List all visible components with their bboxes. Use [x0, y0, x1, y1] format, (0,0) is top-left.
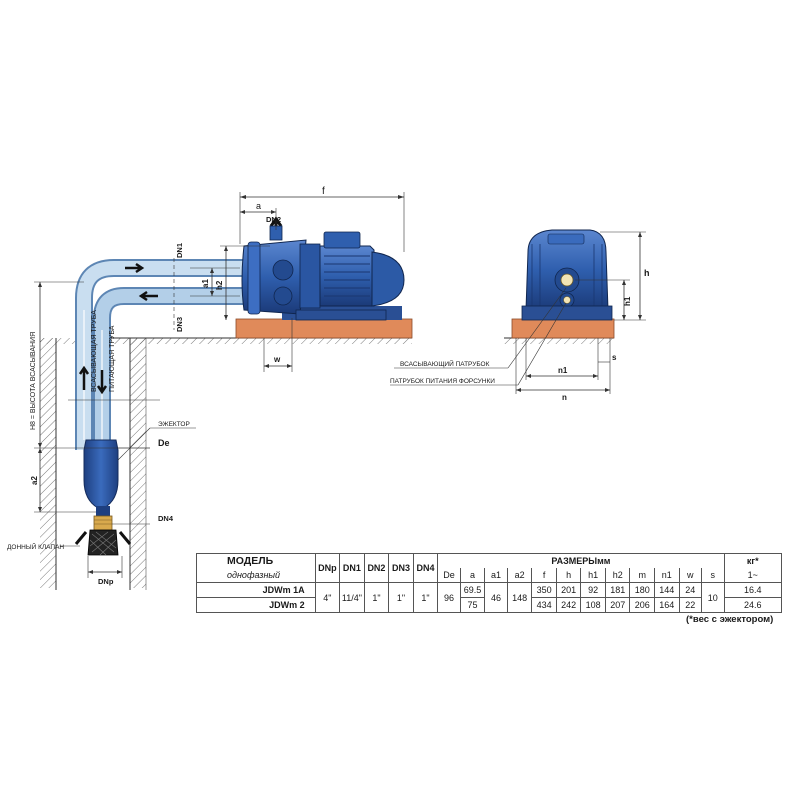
dim-label-dnp: DNp [98, 577, 114, 586]
cell-dnp: 4" [314, 582, 341, 613]
dim-label-dn4: DN4 [158, 514, 174, 523]
cell-kg: 16.4 [723, 582, 783, 598]
table-header-row-2: однофазный De a a1 a2 f h h1 h2 m n1 w s… [196, 568, 783, 583]
cell-dn1: 11/4" [339, 582, 365, 613]
cell-h1: 92 [580, 582, 606, 598]
label-nozzle-feed-port: ПАТРУБОК ПИТАНИЯ ФОРСУНКИ [390, 378, 495, 385]
dim-label-dn1: DN1 [175, 243, 184, 258]
cell-h: 242 [555, 597, 582, 613]
table-row: JDWm 2 75 434 242 108 207 206 164 22 24.… [196, 597, 783, 613]
header-col-a1: a1 [484, 568, 508, 583]
cell-a1: 46 [484, 582, 508, 613]
header-col-s: s [701, 568, 725, 583]
dim-label-h1: h1 [623, 296, 632, 306]
label-suction-pipe: ВСАСЫВАЮЩАЯ ТРУБА [91, 310, 98, 392]
pump-base-front [511, 318, 615, 339]
header-sizes: РАЗМЕРЫмм [437, 553, 725, 568]
table-header-row-1: МОДЕЛЬ DNp DN1 DN2 DN3 DN4 РАЗМЕРЫмм кг* [196, 553, 783, 583]
header-dn1: DN1 [339, 553, 365, 583]
dim-label-n: n [562, 393, 567, 402]
dim-label-a: a [256, 201, 261, 211]
dim-label-h: h [644, 268, 650, 278]
table-row: JDWm 1A 4" 11/4" 1" 1" 1" 96 69.5 46 148… [196, 582, 783, 613]
cell-dn4: 1" [412, 582, 439, 613]
header-dnp: DNp [314, 553, 341, 583]
specification-table: МОДЕЛЬ DNp DN1 DN2 DN3 DN4 РАЗМЕРЫмм кг*… [196, 553, 783, 613]
dim-label-s: s [612, 353, 617, 362]
pump-side-view [241, 225, 405, 321]
cell-f: 350 [531, 582, 557, 598]
dimension-lines-side [173, 192, 405, 372]
cell-a2: 148 [506, 582, 533, 613]
cell-s: 10 [701, 582, 725, 613]
dim-label-dn3: DN3 [175, 317, 184, 332]
header-model: МОДЕЛЬ [196, 553, 316, 568]
dim-label-a2: a2 [30, 476, 39, 485]
dimension-lines-front [390, 231, 646, 394]
header-weight-sub: 1~ [723, 568, 783, 583]
dim-label-a1: a1 [201, 279, 210, 288]
header-dn2: DN2 [363, 553, 390, 583]
header-dn4: DN4 [412, 553, 439, 583]
row-model: JDWm 1A [196, 582, 316, 598]
dim-label-f: f [322, 186, 325, 197]
label-suction-port: ВСАСЫВАЮЩИЙ ПАТРУБОК [400, 359, 490, 368]
cell-w: 22 [678, 597, 703, 613]
cell-de: 96 [437, 582, 461, 613]
header-col-w: w [678, 568, 703, 583]
cell-h2: 207 [604, 597, 631, 613]
cell-m: 206 [629, 597, 655, 613]
row-model: JDWm 2 [196, 597, 316, 613]
dimension-labels: f a DN2 DN1 a1 h2 DN3 w h h1 s n1 n De D… [30, 186, 650, 586]
label-suction-height: H8 = ВЫСОТА ВСАСЫВАНИЯ [30, 332, 37, 430]
label-feed-pipe: ПИТАЮЩАЯ ТРУБА [109, 325, 116, 392]
header-col-n1: n1 [654, 568, 680, 583]
cell-w: 24 [678, 582, 703, 598]
dimension-lines-well [34, 281, 196, 578]
header-col-m: m [629, 568, 655, 583]
ground-well [40, 337, 614, 590]
header-col-de: De [437, 568, 461, 583]
cell-f: 434 [531, 597, 557, 613]
cell-h2: 181 [604, 582, 631, 598]
header-model-sub: однофазный [196, 568, 316, 583]
dim-label-n1: n1 [558, 366, 568, 375]
cell-n1: 144 [654, 582, 680, 598]
pump-base-side [235, 318, 413, 339]
dim-label-w: w [273, 355, 281, 364]
annotations: H8 = ВЫСОТА ВСАСЫВАНИЯ ВСАСЫВАЮЩАЯ ТРУБА… [7, 310, 495, 551]
header-col-a: a [459, 568, 486, 583]
header-dn3: DN3 [388, 553, 414, 583]
cell-n1: 164 [654, 597, 680, 613]
header-weight: кг* [723, 553, 783, 568]
cell-dn3: 1" [388, 582, 414, 613]
ejector [74, 439, 132, 556]
header-col-a2: a2 [506, 568, 533, 583]
header-col-h2: h2 [604, 568, 631, 583]
header-col-h: h [555, 568, 582, 583]
dim-label-de: De [158, 438, 170, 448]
cell-m: 180 [629, 582, 655, 598]
cell-dn2: 1" [363, 582, 390, 613]
weight-footnote: (*вес с эжектором) [686, 614, 774, 625]
dim-label-h2: h2 [215, 280, 224, 290]
header-col-f: f [531, 568, 557, 583]
dim-label-dn2: DN2 [266, 215, 281, 224]
cell-a: 69.5 [459, 582, 486, 598]
header-col-h1: h1 [580, 568, 606, 583]
label-foot-valve: ДОННЫЙ КЛАПАН [7, 542, 64, 551]
cell-h: 201 [555, 582, 582, 598]
pump-front-view [521, 229, 613, 321]
cell-kg: 24.6 [723, 597, 783, 613]
label-ejector: ЭЖЕКТОР [158, 421, 190, 428]
cell-a: 75 [459, 597, 486, 613]
cell-h1: 108 [580, 597, 606, 613]
